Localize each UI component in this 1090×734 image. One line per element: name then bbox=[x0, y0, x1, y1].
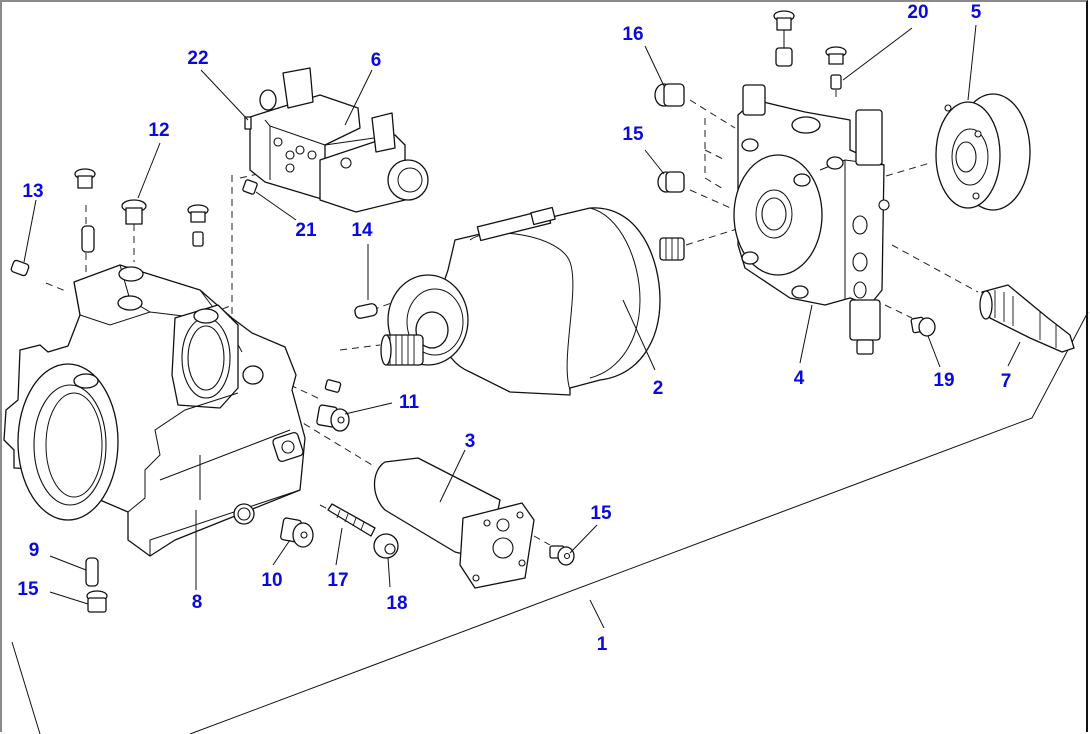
part-6-solenoid-valve[interactable] bbox=[244, 67, 429, 213]
part-16-plug[interactable] bbox=[654, 83, 685, 107]
pin-housing-top[interactable] bbox=[81, 225, 95, 253]
callout-14[interactable]: 14 bbox=[351, 220, 373, 241]
callout-21[interactable]: 21 bbox=[295, 220, 317, 241]
callout-4[interactable]: 4 bbox=[794, 368, 805, 389]
small-parts bbox=[10, 10, 936, 613]
part-2-rotating-group[interactable] bbox=[380, 206, 685, 396]
part-3-cylinder[interactable] bbox=[373, 457, 535, 589]
callout-18[interactable]: 18 bbox=[386, 593, 407, 614]
callout-11[interactable]: 11 bbox=[399, 392, 420, 413]
part-15-plug-upper[interactable] bbox=[657, 171, 685, 193]
set-screw-near-housing[interactable] bbox=[324, 379, 342, 393]
callout-6[interactable]: 6 bbox=[371, 50, 382, 71]
callout-16[interactable]: 16 bbox=[622, 24, 643, 45]
callout-7[interactable]: 7 bbox=[1001, 371, 1012, 392]
callout-15-bottom[interactable]: 15 bbox=[17, 579, 39, 600]
part-21-orifice[interactable] bbox=[242, 179, 258, 195]
callout-15-cylinder[interactable]: 15 bbox=[590, 503, 612, 524]
part-12-plug[interactable] bbox=[121, 199, 147, 225]
callout-10[interactable]: 10 bbox=[261, 570, 282, 591]
callout-labels: 1 2 3 4 5 6 7 8 9 10 11 12 13 14 15 15 1… bbox=[17, 2, 1011, 655]
callout-20[interactable]: 20 bbox=[907, 2, 928, 23]
callout-12[interactable]: 12 bbox=[148, 120, 169, 141]
part-8-pump-housing[interactable] bbox=[3, 264, 306, 557]
callout-3[interactable]: 3 bbox=[465, 431, 476, 452]
callout-5[interactable]: 5 bbox=[971, 2, 982, 23]
part-11-plug[interactable] bbox=[316, 404, 350, 432]
part-5-flange-cover[interactable] bbox=[935, 93, 1031, 211]
plug-housing-top-right[interactable] bbox=[187, 204, 209, 247]
part-10-plug[interactable] bbox=[280, 517, 314, 548]
part-13-set-screw[interactable] bbox=[10, 259, 30, 277]
callout-17[interactable]: 17 bbox=[327, 570, 348, 591]
part-9-pin[interactable] bbox=[85, 557, 99, 587]
part-15-plug-cylinder[interactable] bbox=[549, 545, 575, 566]
callout-15-upper[interactable]: 15 bbox=[622, 124, 644, 145]
leader-lines bbox=[23, 24, 1021, 629]
callout-13[interactable]: 13 bbox=[22, 181, 43, 202]
plug-valve-block-top[interactable] bbox=[773, 10, 795, 67]
callout-1[interactable]: 1 bbox=[597, 634, 608, 655]
part-14-pin[interactable] bbox=[354, 303, 378, 319]
part-17-spring-screw[interactable] bbox=[327, 503, 376, 537]
callout-22[interactable]: 22 bbox=[187, 48, 208, 69]
callout-8[interactable]: 8 bbox=[192, 592, 203, 613]
callout-19[interactable]: 19 bbox=[933, 370, 954, 391]
callout-2[interactable]: 2 bbox=[653, 378, 664, 399]
part-18-nut[interactable] bbox=[373, 533, 399, 559]
part-19-plug[interactable] bbox=[910, 316, 936, 337]
plug-housing-top-left[interactable] bbox=[74, 168, 96, 189]
part-20-orifice-plug[interactable] bbox=[825, 46, 847, 90]
part-4-valve-block[interactable] bbox=[733, 84, 890, 355]
part-15-plug-bottom[interactable] bbox=[86, 590, 108, 613]
callout-9[interactable]: 9 bbox=[29, 540, 40, 561]
part-7-relief-valve[interactable] bbox=[979, 284, 1075, 353]
